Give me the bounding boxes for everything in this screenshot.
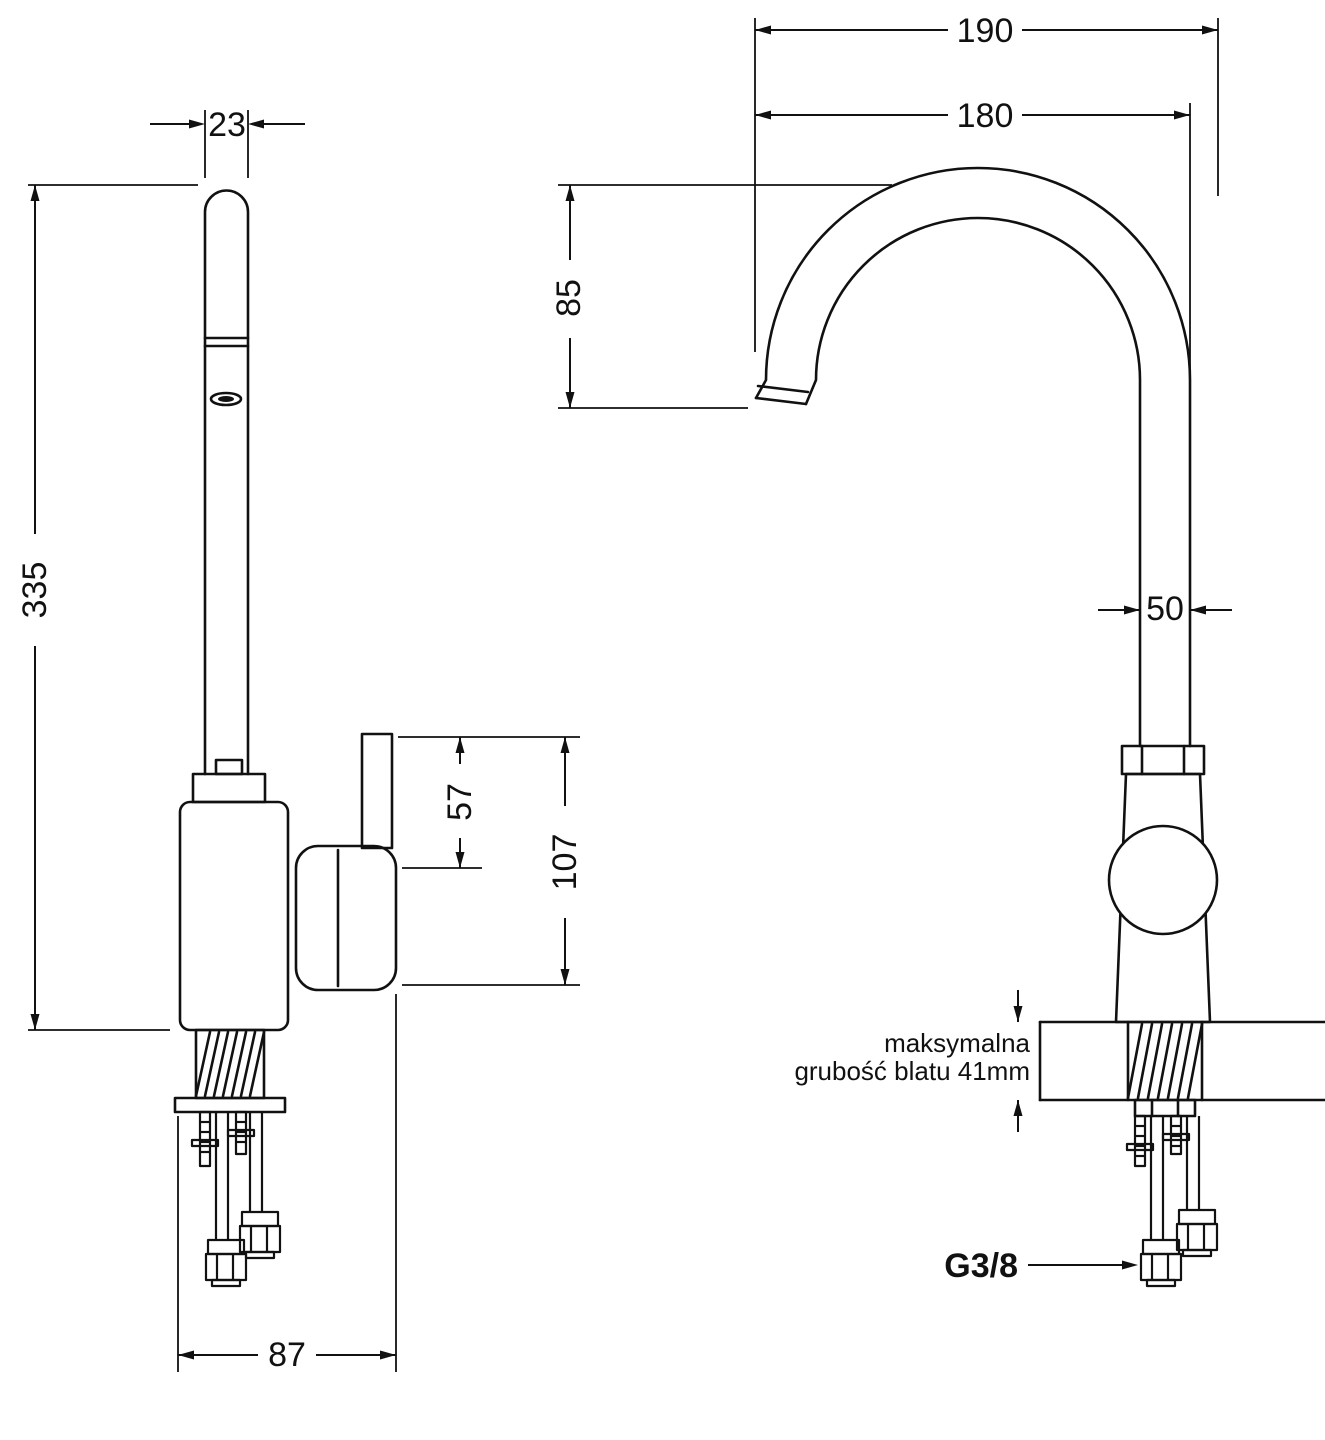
dim-column-width-label: 50 xyxy=(1146,590,1184,628)
side-handle-housing xyxy=(294,844,398,992)
dim-body-height-label: 107 xyxy=(546,834,584,891)
side-hose-nut-1 xyxy=(204,1252,248,1282)
side-spout-pipe xyxy=(203,189,250,776)
dimension-lines xyxy=(28,18,1232,1372)
side-body xyxy=(178,800,290,1032)
front-view-hoses-and-fixings xyxy=(1125,1114,1219,1288)
dim-base-depth-label: 87 xyxy=(268,1336,306,1374)
dim-reach-spout-label: 180 xyxy=(957,97,1014,135)
dim-pipe-width-label: 23 xyxy=(208,106,246,144)
side-view-hoses-and-fixings xyxy=(190,1110,282,1288)
side-aerator-outlet xyxy=(209,391,243,407)
side-mounting-flange xyxy=(173,1096,287,1114)
dim-total-height-label: 335 xyxy=(16,562,54,619)
front-handle-knob xyxy=(1107,824,1219,936)
connection-thread-label: G3/8 xyxy=(944,1247,1018,1285)
front-locknut xyxy=(1133,1098,1197,1118)
counter-thickness-note-line1: maksymalna xyxy=(884,1028,1030,1058)
front-hose-nut-2 xyxy=(1175,1222,1219,1252)
front-spout-outer xyxy=(754,166,1192,748)
dimension-arrowheads xyxy=(30,25,1218,1360)
side-view-faucet-outline xyxy=(173,189,398,1114)
front-view-faucet-outline xyxy=(754,166,1325,1118)
dim-spout-drop-label: 85 xyxy=(550,279,588,317)
side-hose-nut-2 xyxy=(238,1224,282,1254)
dimension-labels: 23 335 57 107 87 190 180 85 50 maksymaln… xyxy=(16,12,1188,1374)
dim-handle-height-label: 57 xyxy=(441,783,479,821)
counter-thickness-note-line2: grubość blatu 41mm xyxy=(794,1056,1030,1086)
dim-reach-overall-label: 190 xyxy=(957,12,1014,50)
front-spout-inner xyxy=(804,216,1142,748)
side-handle-lever xyxy=(360,732,394,850)
front-hose-nut-g38 xyxy=(1139,1252,1183,1282)
